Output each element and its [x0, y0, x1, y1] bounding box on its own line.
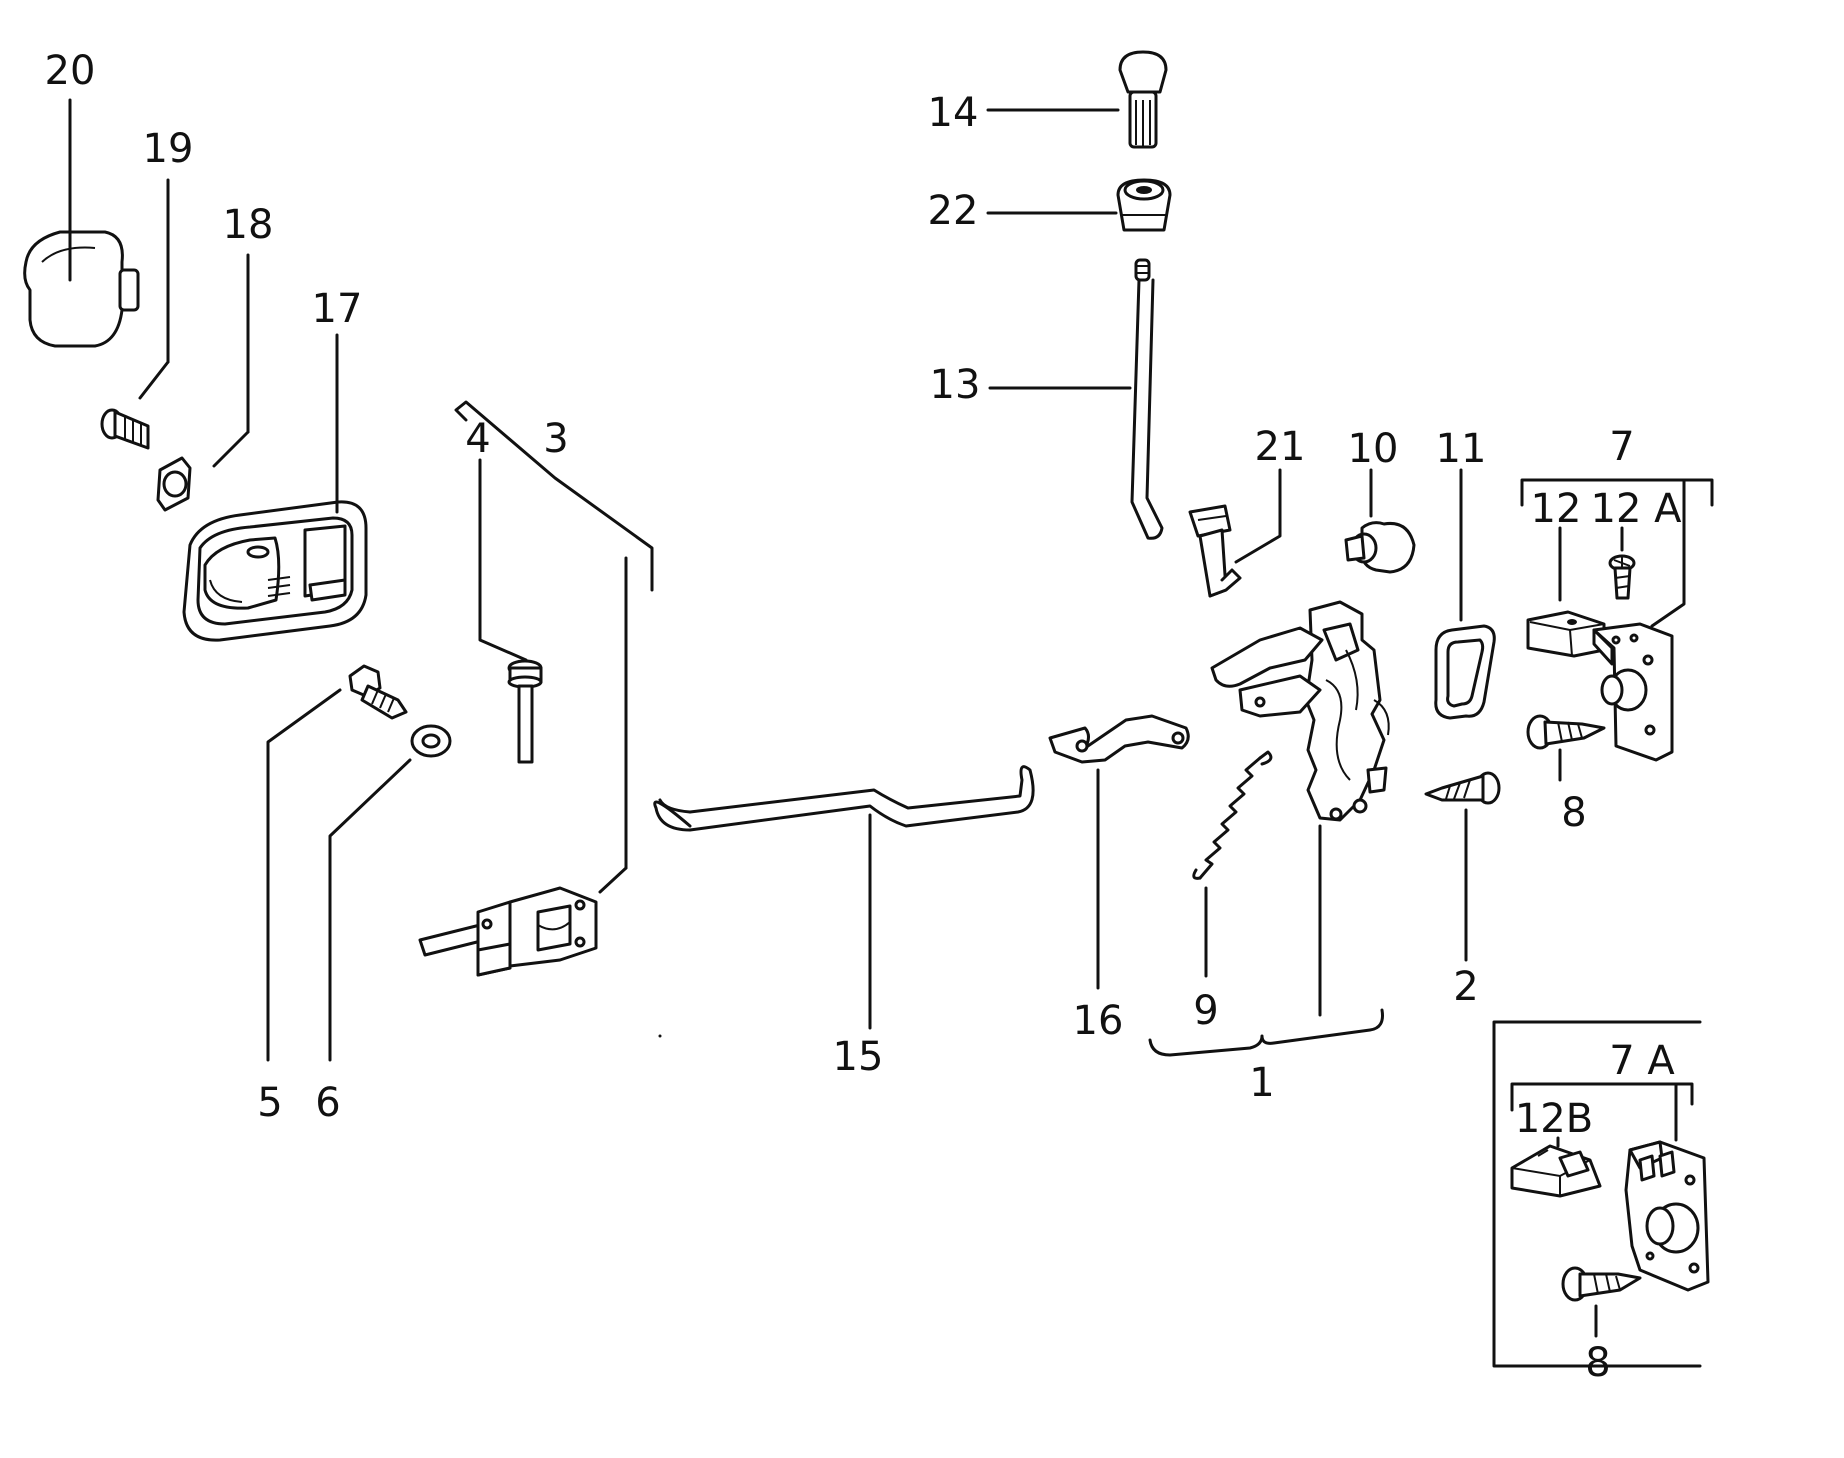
label-7a: 7 A [1609, 1038, 1675, 1084]
part-7a-striker [1624, 1140, 1710, 1292]
part-15-rod [653, 765, 1035, 832]
part-9-spring [1192, 750, 1273, 880]
label-21: 21 [1255, 424, 1306, 470]
part-11-gasket [1434, 624, 1496, 720]
label-5: 5 [257, 1080, 282, 1126]
part-2-screw [1424, 771, 1501, 805]
bracket-7a [1510, 1082, 1694, 1112]
leader-3b [598, 866, 628, 894]
label-2: 2 [1453, 964, 1478, 1010]
label-15: 15 [833, 1034, 884, 1080]
label-12a: 12 A [1591, 486, 1683, 532]
part-8b-screw [1561, 1266, 1642, 1302]
part-3-handle-bracket [418, 886, 598, 977]
label-4: 4 [465, 416, 490, 462]
bracket-1 [1148, 1008, 1384, 1057]
label-13: 13 [930, 362, 981, 408]
bracket-3 [454, 400, 654, 592]
part-21-clip [1188, 504, 1242, 598]
part-16-lever [1048, 714, 1190, 764]
leader-19b [138, 360, 170, 400]
label-1: 1 [1249, 1060, 1274, 1106]
part-7-striker [1592, 622, 1674, 762]
part-8-screw [1526, 714, 1606, 750]
part-14-knob [1118, 50, 1168, 149]
label-12: 12 [1531, 486, 1582, 532]
part-17-handle-trim [182, 500, 368, 642]
part-22-grommet [1116, 178, 1172, 232]
label-7: 7 [1609, 424, 1634, 470]
leader-6 [328, 758, 412, 1062]
leader-4 [478, 458, 528, 662]
label-9: 9 [1193, 988, 1218, 1034]
part-12b-block [1510, 1144, 1602, 1198]
part-19-screw [100, 408, 150, 450]
label-20: 20 [45, 48, 96, 94]
part-5-screw [348, 664, 408, 720]
label-3: 3 [543, 416, 568, 462]
label-14: 14 [928, 90, 979, 136]
part-10-bushing [1344, 521, 1416, 574]
frame-7a [1492, 1020, 1702, 1368]
stray-dot [658, 1034, 662, 1038]
label-17: 17 [312, 286, 363, 332]
bracket-7 [1520, 478, 1714, 507]
leader-7 [1650, 478, 1686, 628]
part-4-pin [507, 659, 543, 764]
label-10: 10 [1348, 426, 1399, 472]
label-6: 6 [315, 1080, 340, 1126]
part-6-washer [410, 724, 452, 758]
part-18-clip [156, 456, 192, 512]
label-12b: 12B [1515, 1096, 1593, 1142]
part-1-latch [1210, 600, 1390, 822]
leader-18b [212, 430, 250, 468]
label-18: 18 [223, 202, 274, 248]
part-20-cap [23, 230, 140, 348]
label-11: 11 [1436, 426, 1487, 472]
label-8b: 8 [1585, 1340, 1610, 1386]
part-12a-screw [1608, 554, 1636, 600]
label-8: 8 [1561, 790, 1586, 836]
label-22: 22 [928, 188, 979, 234]
leader-21 [1234, 468, 1282, 564]
label-19: 19 [143, 126, 194, 172]
leader-5 [266, 688, 342, 1062]
part-13-rod [1130, 258, 1164, 540]
label-16: 16 [1073, 998, 1124, 1044]
